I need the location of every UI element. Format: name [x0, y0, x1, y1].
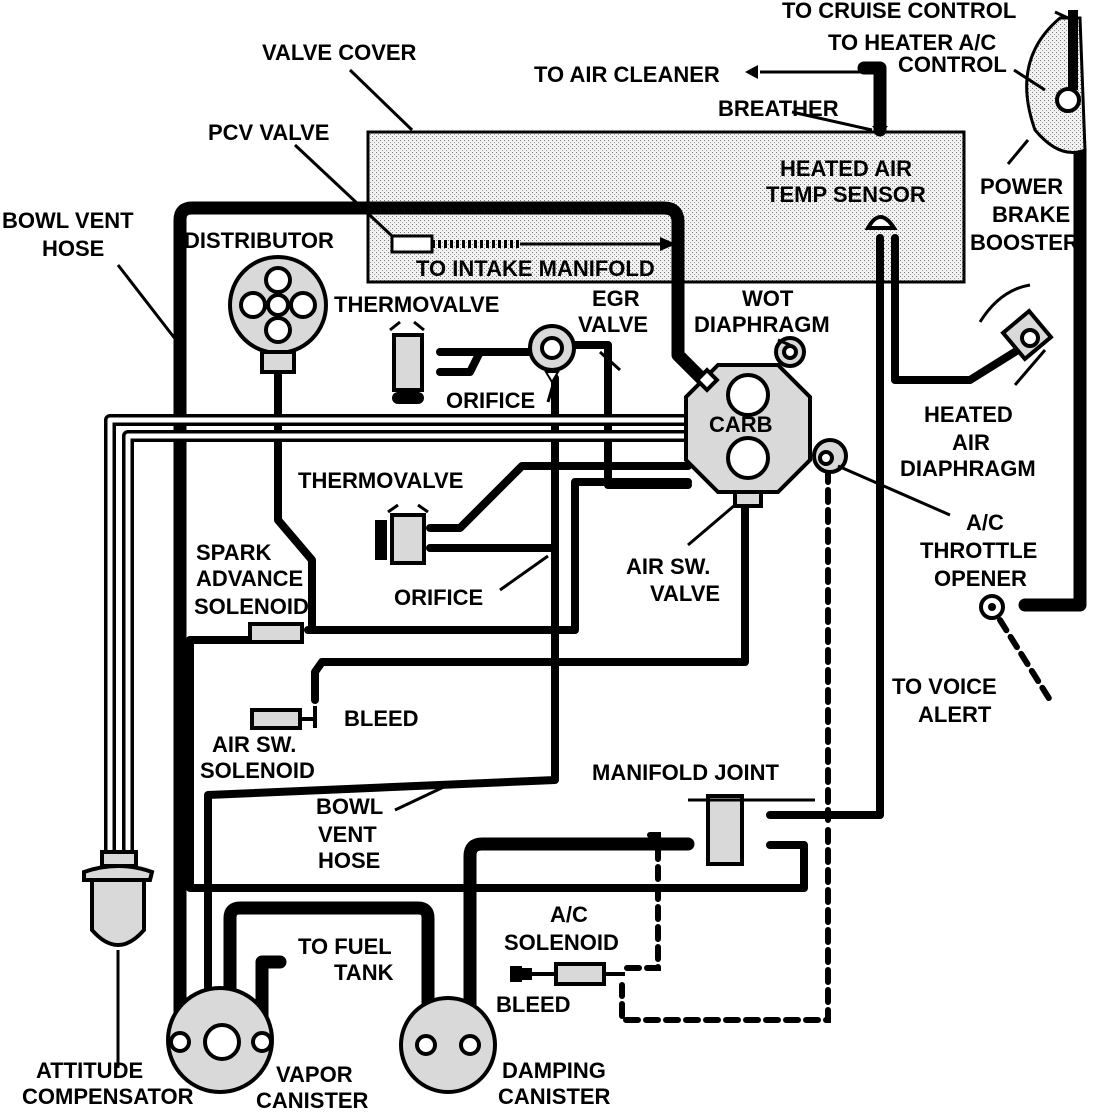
label-heated-diaphragm-2: AIR	[952, 430, 990, 455]
label-wot-1: WOT	[742, 286, 794, 311]
labels: VALVE COVER PCV VALVE BOWL VENT HOSE DIS…	[2, 0, 1079, 1112]
label-spark-3: SOLENOID	[194, 594, 309, 619]
heated-air-diaphragm	[978, 283, 1054, 362]
label-attitude-2: COMPENSATOR	[22, 1084, 194, 1109]
manifold-joint	[688, 794, 770, 866]
label-power-brake-2: BRAKE	[992, 202, 1070, 227]
label-heated-air-2: TEMP SENSOR	[766, 182, 926, 207]
label-attitude-1: ATTITUDE	[36, 1058, 143, 1083]
bleed-cap-bottom	[510, 966, 522, 982]
label-egr-valve-1: EGR	[592, 286, 640, 311]
leader-lines	[116, 10, 1069, 1068]
label-air-sw-solenoid-1: AIR SW.	[212, 732, 296, 757]
label-ac-solenoid-1: A/C	[550, 902, 588, 927]
breather-icon	[872, 126, 888, 136]
label-bowl-vent-hose-2: HOSE	[42, 236, 104, 261]
label-thermovalve-top: THERMOVALVE	[334, 292, 499, 317]
label-air-sw-valve-1: AIR SW.	[626, 554, 710, 579]
label-ac-solenoid-2: SOLENOID	[504, 930, 619, 955]
label-air-sw-solenoid-2: SOLENOID	[200, 758, 315, 783]
label-vapor-2: CANISTER	[256, 1088, 369, 1112]
heated-air-temp-sensor	[864, 215, 898, 230]
label-bowl-vent-hose-1: BOWL VENT	[2, 208, 134, 233]
attitude-compensator	[82, 850, 155, 947]
label-heated-air-1: HEATED AIR	[780, 156, 912, 181]
label-breather: BREATHER	[718, 96, 839, 121]
label-orifice-top: ORIFICE	[446, 388, 535, 413]
label-vapor-1: VAPOR	[276, 1062, 353, 1087]
label-wot-2: DIAPHRAGM	[694, 312, 830, 337]
label-to-air-cleaner: TO AIR CLEANER	[534, 62, 720, 87]
label-to-voice-1: TO VOICE	[892, 674, 997, 699]
ac-throttle-opener	[812, 438, 848, 474]
egr-valve	[528, 324, 576, 384]
label-manifold-joint: MANIFOLD JOINT	[592, 760, 780, 785]
label-ac-throttle-3: OPENER	[934, 566, 1027, 591]
label-air-sw-valve-2: VALVE	[650, 581, 720, 606]
label-to-fuel-tank-1: TO FUEL	[298, 934, 392, 959]
label-spark-2: ADVANCE	[196, 566, 303, 591]
wot-diaphragm	[774, 336, 806, 368]
label-bowl-vent-hose2-3: HOSE	[318, 848, 380, 873]
label-heated-diaphragm-1: HEATED	[924, 402, 1013, 427]
thermovalve-mid	[375, 503, 429, 565]
ac-solenoid	[512, 962, 625, 986]
label-bleed-bottom: BLEED	[496, 992, 571, 1017]
label-bowl-vent-hose2-1: BOWL	[316, 794, 383, 819]
label-to-fuel-tank-2: TANK	[334, 960, 394, 985]
label-power-brake-1: POWER	[980, 174, 1063, 199]
label-thermovalve-mid: THERMOVALVE	[298, 468, 463, 493]
label-bowl-vent-hose2-2: VENT	[318, 822, 377, 847]
hose-network	[104, 61, 1087, 1047]
label-to-heater-1: TO HEATER A/C	[828, 30, 996, 55]
label-ac-throttle-2: THROTTLE	[920, 538, 1037, 563]
label-egr-valve-2: VALVE	[578, 312, 648, 337]
label-damping-2: CANISTER	[498, 1084, 611, 1109]
label-carb: CARB	[709, 412, 773, 437]
label-heated-diaphragm-3: DIAPHRAGM	[900, 456, 1036, 481]
spark-advance-solenoid	[248, 622, 304, 644]
label-pcv-valve: PCV VALVE	[208, 120, 329, 145]
label-distributor: DISTRIBUTOR	[184, 228, 334, 253]
label-damping-1: DAMPING	[502, 1058, 606, 1083]
label-ac-throttle-1: A/C	[966, 510, 1004, 535]
voice-alert-connector	[979, 594, 1005, 620]
label-orifice-mid: ORIFICE	[394, 585, 483, 610]
label-to-intake-manifold: TO INTAKE MANIFOLD	[416, 256, 655, 281]
label-valve-cover: VALVE COVER	[262, 40, 417, 65]
damping-canister	[399, 996, 497, 1094]
label-bleed-top: BLEED	[344, 706, 419, 731]
label-to-heater-2: CONTROL	[898, 52, 1007, 77]
label-power-brake-3: BOOSTER	[970, 230, 1079, 255]
label-to-voice-2: ALERT	[918, 702, 992, 727]
power-brake-booster	[1025, 10, 1087, 154]
air-sw-solenoid	[250, 706, 317, 730]
label-spark-1: SPARK	[196, 540, 271, 565]
carburetor	[684, 363, 812, 508]
label-to-cruise-control: TO CRUISE CONTROL	[782, 0, 1016, 23]
distributor	[228, 255, 328, 374]
thermovalve-top	[389, 320, 425, 404]
vapor-canister	[166, 986, 274, 1094]
pcv-valve	[390, 234, 676, 254]
